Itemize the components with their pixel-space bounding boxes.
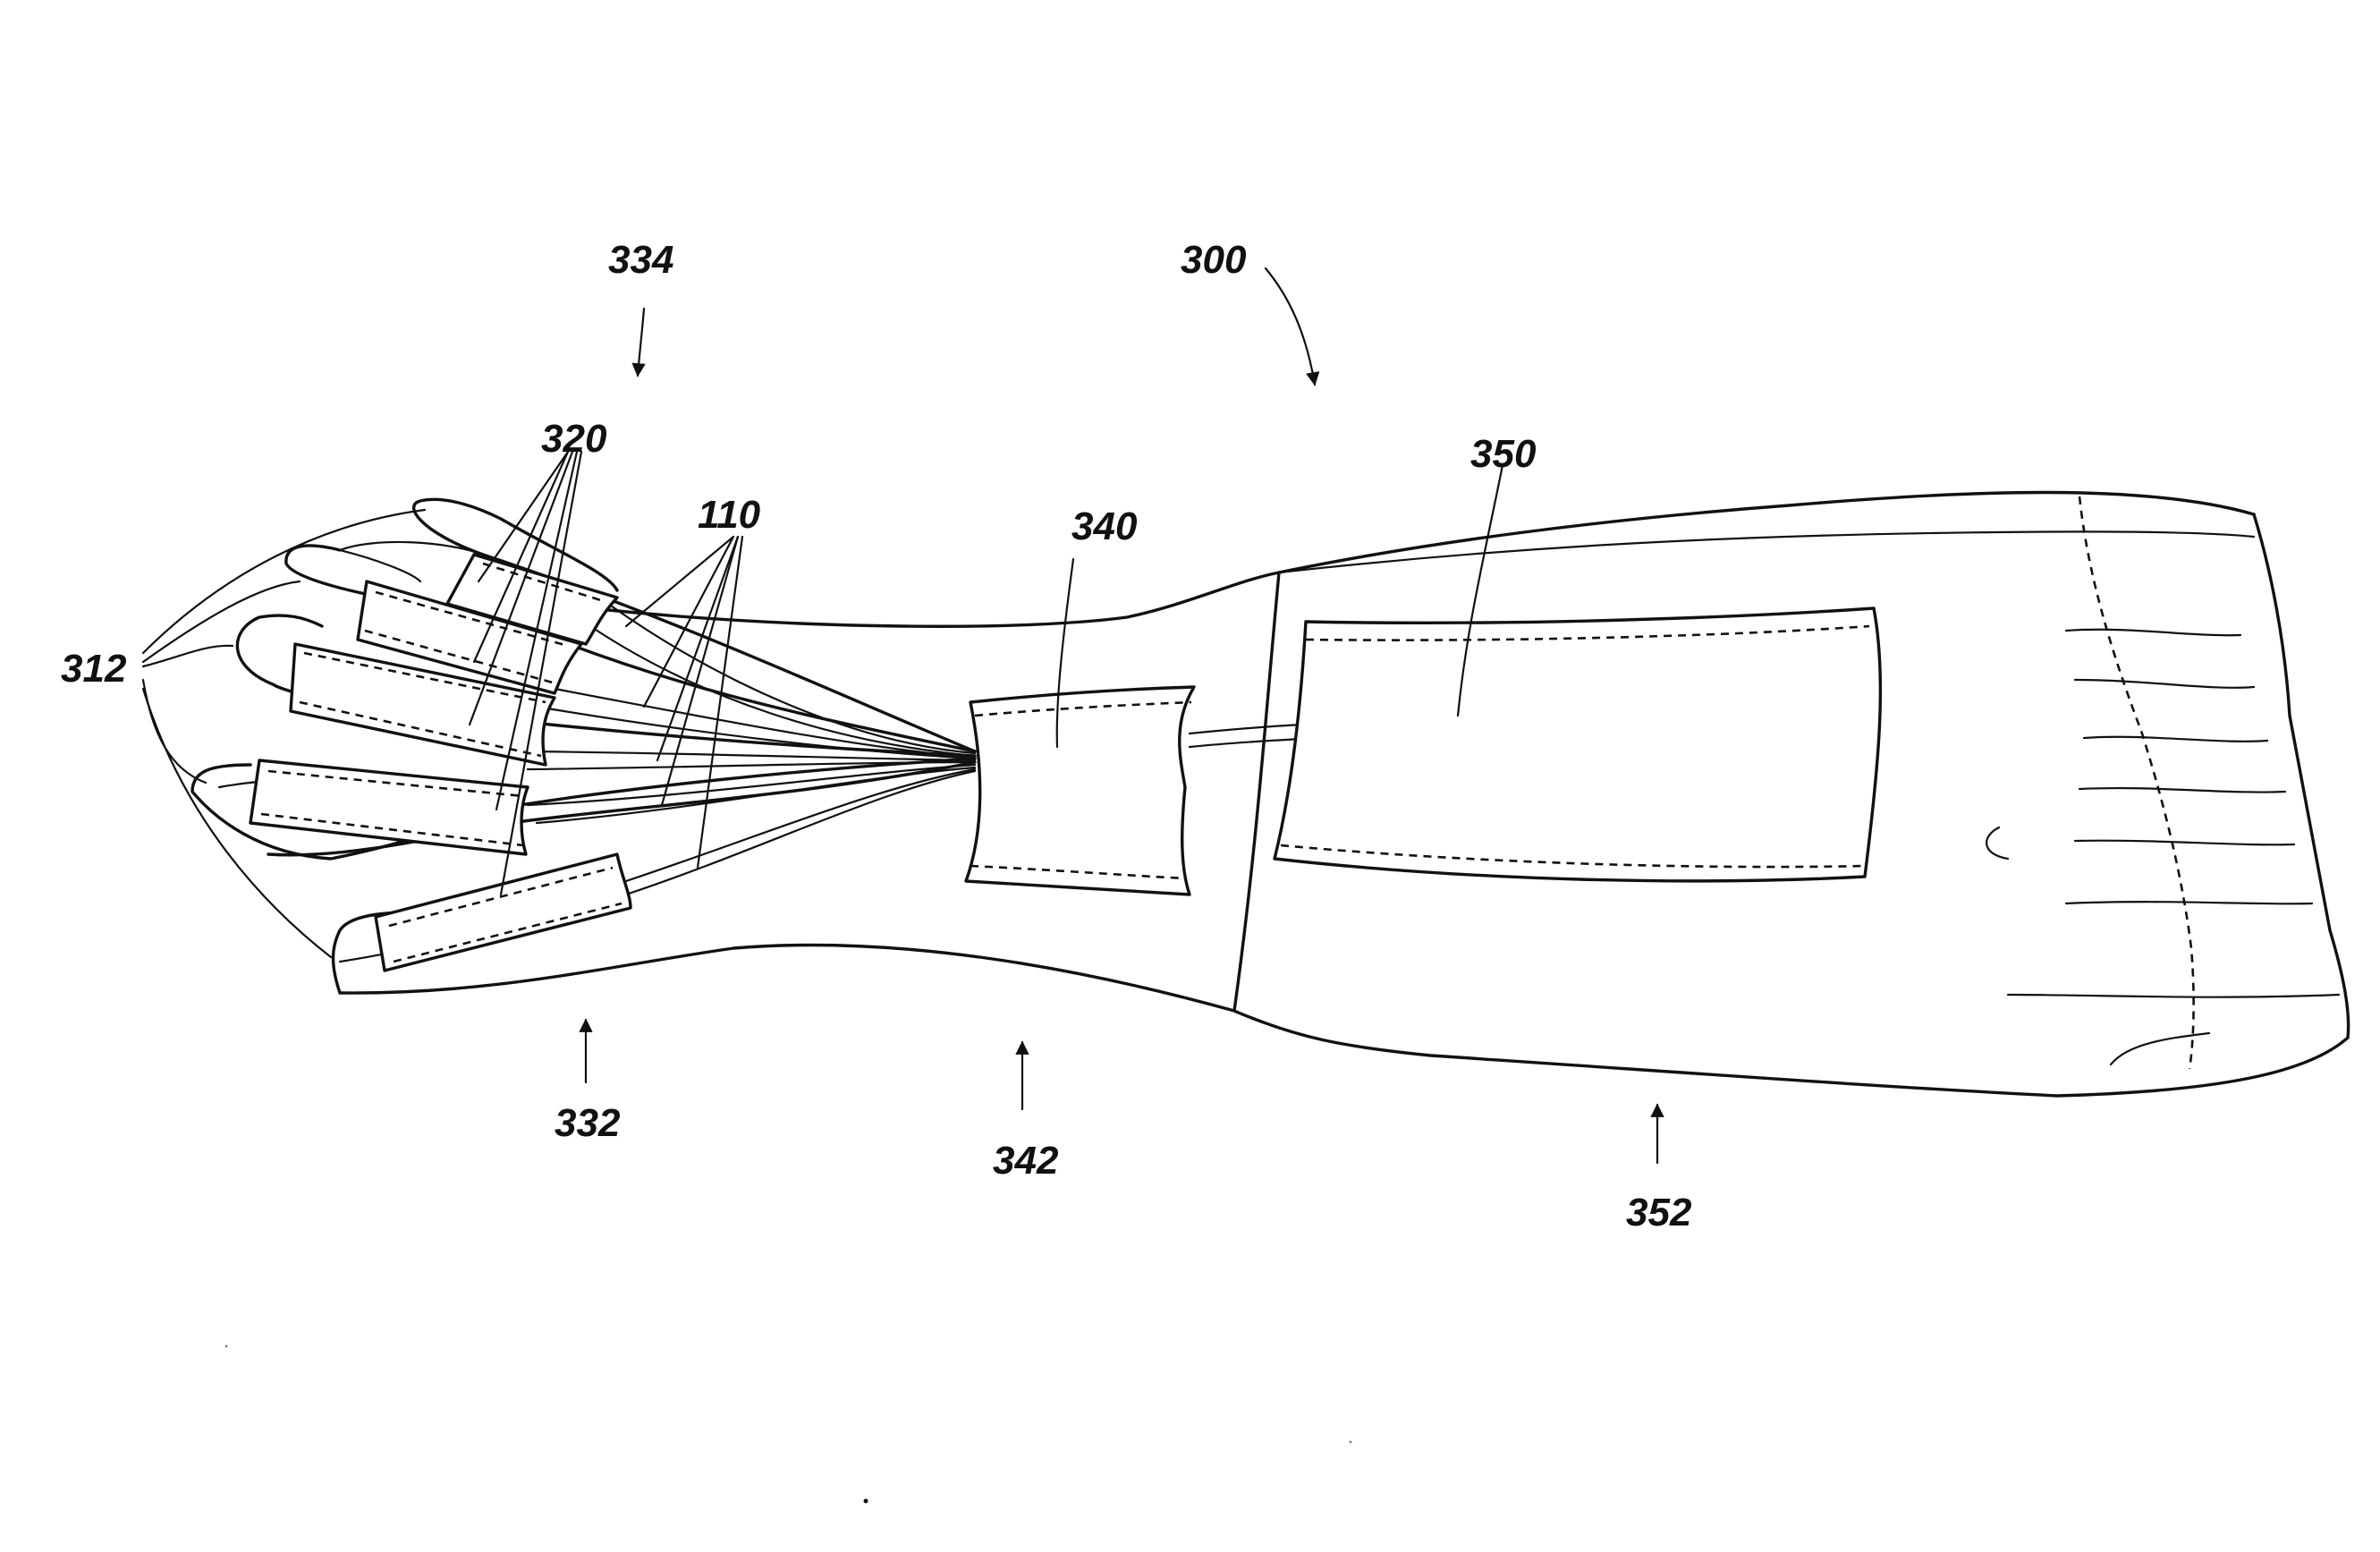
ref-312: 312 [61, 647, 127, 691]
ref-300: 300 [1181, 238, 1247, 282]
finger-pads [250, 555, 631, 971]
wrist-pad [966, 687, 1194, 895]
ref-342: 342 [993, 1139, 1059, 1183]
ref-320: 320 [541, 417, 607, 461]
ref-334: 334 [608, 238, 673, 282]
ref-332: 332 [555, 1101, 621, 1145]
scan-speck [1350, 1441, 1352, 1444]
scan-speck [225, 1345, 228, 1348]
ref-352: 352 [1626, 1191, 1692, 1234]
forearm-pocket [1275, 608, 1880, 881]
scan-speck [864, 1499, 868, 1504]
ref-340: 340 [1071, 505, 1138, 548]
ref-350: 350 [1470, 432, 1537, 476]
ref-110: 110 [698, 493, 761, 537]
